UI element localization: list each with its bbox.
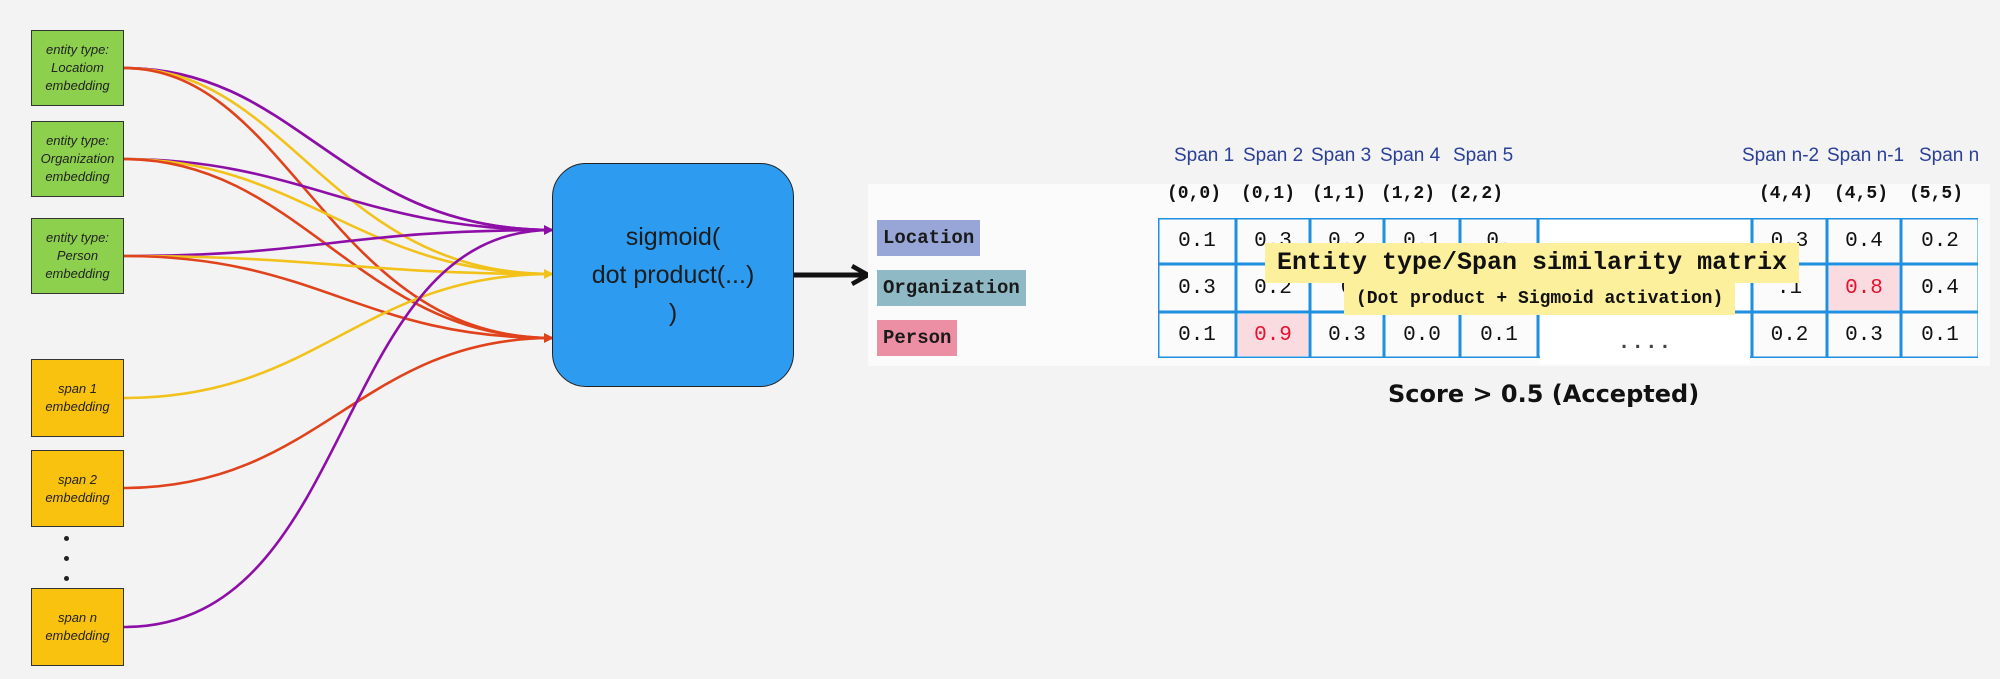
span-name-header: Span 4	[1380, 145, 1441, 166]
entity-location-embedding-box: entity type: Locatiom embedding	[31, 30, 124, 106]
span-coord-header: (1,2)	[1381, 184, 1436, 204]
span-name-header: Span 3	[1311, 145, 1372, 166]
curve-person-red	[123, 254, 554, 343]
span-coord-header: (2,2)	[1449, 184, 1504, 204]
span-coord-header: (0,0)	[1167, 184, 1222, 204]
curve-spann-purple	[123, 228, 553, 629]
span-name-header: Span 1	[1174, 145, 1235, 166]
entity-organization-embedding-box: entity type: Organization embedding	[31, 121, 124, 197]
spann-line2: embedding	[45, 628, 110, 643]
span-name-header: Span 2	[1243, 145, 1304, 166]
span-name-header: Span n-2	[1742, 145, 1820, 166]
curve-person-yellow	[123, 254, 554, 279]
curve-location-to-span2	[123, 66, 553, 232]
operation-line2: dot product(...)	[591, 261, 755, 289]
matrix-cell: ....	[1540, 314, 1750, 364]
matrix-cell: 0.1	[1921, 323, 1959, 347]
entity-location-line2: Locatiom	[51, 60, 104, 75]
curve-location-to-span1	[123, 66, 553, 232]
span-name-header: Span n	[1919, 145, 1980, 166]
curve-organization-red	[123, 157, 553, 340]
row-label-location: Location	[877, 220, 981, 256]
entity-organization-line1: entity type:	[46, 133, 109, 148]
entity-organization-line3: embedding	[45, 169, 110, 184]
entity-organization-line2: Organization	[40, 151, 115, 166]
span-coord-header: (0,1)	[1241, 184, 1296, 204]
ellipsis-dot	[64, 536, 69, 541]
matrix-cell: 0.4	[1845, 229, 1883, 253]
row-label-organization: Organization	[877, 270, 1026, 306]
spann-line1: span n	[57, 610, 98, 625]
entity-location-line1: entity type:	[46, 42, 109, 57]
span-coord-header: (5,5)	[1909, 184, 1964, 204]
operation-line1: sigmoid(	[625, 223, 721, 251]
ellipsis-dot	[64, 576, 69, 581]
matrix-subtitle: (Dot product + Sigmoid activation)	[1344, 283, 1736, 315]
matrix-cell: 0.8	[1829, 266, 1899, 310]
matrix-cell: 0.3	[1845, 323, 1883, 347]
sigmoid-dot-product-box: sigmoid( dot product(...) )	[552, 163, 794, 387]
entity-person-line3: embedding	[45, 266, 110, 281]
spann-embedding-box: span n embedding	[31, 588, 124, 666]
entity-person-line2: Person	[56, 248, 99, 263]
entity-person-embedding-box: entity type: Person embedding	[31, 218, 124, 294]
matrix-cell: 0.4	[1921, 276, 1959, 300]
matrix-cell: 0.1	[1480, 323, 1518, 347]
ellipsis-dot	[64, 556, 69, 561]
span1-embedding-box: span 1 embedding	[31, 359, 124, 437]
matrix-cell: 0.3	[1178, 276, 1216, 300]
entity-location-line3: embedding	[45, 78, 110, 93]
span2-embedding-box: span 2 embedding	[31, 450, 124, 527]
row-label-person: Person	[877, 320, 958, 356]
curve-location-yellow	[123, 66, 553, 276]
span-coord-header: (4,5)	[1834, 184, 1889, 204]
span-name-header: Span 5	[1453, 145, 1514, 166]
score-threshold-note: Score > 0.5 (Accepted)	[1388, 380, 1700, 408]
entity-person-line1: entity type:	[46, 230, 109, 245]
span-coord-header: (1,1)	[1312, 184, 1367, 204]
matrix-cell: 0.9	[1238, 314, 1308, 356]
curve-organization-purple	[123, 157, 553, 232]
operation-line3: )	[668, 299, 678, 327]
matrix-cell: 0.1	[1178, 229, 1216, 253]
matrix-cell: 0.3	[1328, 323, 1366, 347]
curve-person-purple	[123, 225, 554, 258]
span1-line1: span 1	[57, 381, 98, 396]
matrix-cell: 0.2	[1770, 323, 1809, 347]
matrix-cell: 0.2	[1921, 229, 1959, 253]
matrix-cell: 0.1	[1178, 323, 1216, 347]
curve-span2-red	[123, 336, 553, 490]
matrix-title: Entity type/Span similarity matrix	[1265, 243, 1800, 283]
span1-line2: embedding	[45, 399, 110, 414]
matrix-cell: 0.0	[1403, 323, 1441, 347]
span-name-header: Span n-1	[1827, 145, 1905, 166]
curve-span1-yellow	[123, 272, 553, 400]
curve-organization-yellow	[123, 157, 553, 276]
curve-location-red	[123, 66, 553, 340]
span2-line1: span 2	[57, 471, 98, 487]
span2-line2: embedding	[45, 489, 110, 505]
span-coord-header: (4,4)	[1759, 184, 1814, 204]
